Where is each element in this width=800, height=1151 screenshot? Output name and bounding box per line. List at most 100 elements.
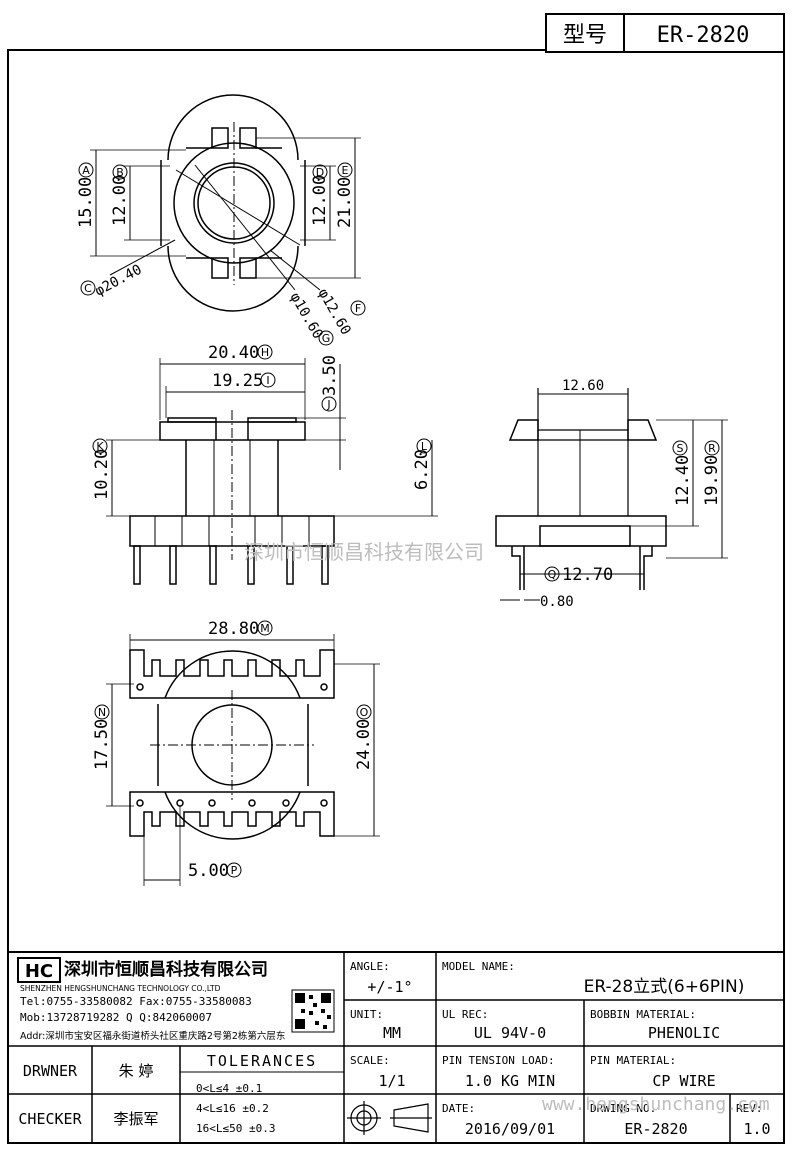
bottom-view-labels: 28.80 17.50 24.00 5.00 M N O P — [92, 619, 374, 881]
svg-text:M: M — [260, 622, 270, 635]
letter-M: M — [257, 620, 273, 636]
svg-text:HC: HC — [25, 961, 53, 982]
dim-I: 19.25 — [212, 371, 263, 391]
date-value: 2016/09/01 — [465, 1120, 555, 1138]
dim-pin: 0.80 — [540, 594, 574, 610]
top-view — [90, 94, 361, 312]
side-view-labels: 12.60 12.40 19.90 12.70 0.80 S R Q — [540, 378, 722, 610]
projection-symbol-icon — [347, 1101, 432, 1135]
dim-S: 12.40 — [673, 455, 693, 506]
angle-value: +/-1° — [367, 978, 412, 996]
company-mob-qq: Mob:13728719282 Q Q:842060007 — [20, 1011, 212, 1024]
drawing-no-label: DRWING NO. — [590, 1102, 656, 1115]
letter-A: A — [78, 162, 94, 178]
dim-top-width: 12.60 — [562, 378, 604, 394]
svg-text:G: G — [322, 332, 331, 345]
ul-rec-label: UL REC: — [442, 1008, 488, 1021]
company-name-en: SHENZHEN HENGSHUNCHANG TECHNOLOGY CO.,LT… — [20, 984, 221, 993]
letter-O: O — [356, 704, 372, 720]
svg-text:A: A — [82, 164, 90, 177]
svg-text:B: B — [116, 166, 124, 179]
letter-C: C — [80, 280, 96, 296]
letter-E: E — [337, 162, 353, 178]
watermark-url: www.hengshunchang.com — [542, 1094, 770, 1115]
company-tel-fax: Tel:0755-33580082 Fax:0755-33580083 — [20, 995, 252, 1008]
side-view — [495, 388, 728, 601]
model-name-label: MODEL NAME: — [442, 960, 515, 973]
title-block — [7, 951, 785, 1144]
letter-N: N — [94, 704, 110, 720]
letter-R: R — [704, 440, 720, 456]
letter-S: S — [672, 440, 688, 456]
ul-rec-value: UL 94V-0 — [474, 1024, 546, 1042]
header-box: 型号 ER-2820 — [545, 13, 785, 53]
checker-label: CHECKER — [18, 1110, 82, 1128]
svg-text:K: K — [96, 440, 104, 453]
company-addr: Addr:深圳市宝安区福永街道桥头社区重庆路2号第2栋第六层东 — [20, 1030, 285, 1042]
dim-J: 3.50 — [320, 355, 340, 396]
dim-C: φ20.40 — [92, 262, 144, 300]
scale-value: 1/1 — [378, 1072, 405, 1090]
letter-Q: Q — [544, 566, 560, 582]
svg-text:S: S — [677, 442, 684, 455]
svg-text:L: L — [421, 440, 428, 453]
dim-M: 28.80 — [208, 619, 259, 639]
unit-value: MM — [383, 1024, 401, 1042]
bobbin-material-value: PHENOLIC — [648, 1024, 720, 1042]
svg-text:R: R — [708, 442, 716, 455]
dim-P: 5.00 — [188, 861, 229, 881]
svg-text:H: H — [261, 346, 269, 359]
watermark-cn: 深圳市恒顺昌科技有限公司 — [244, 540, 484, 564]
svg-text:O: O — [360, 706, 369, 719]
drawer-name: 朱 婷 — [119, 1062, 154, 1080]
pin-tension-value: 1.0 KG MIN — [465, 1072, 555, 1090]
top-view-labels: 15.00 12.00 12.00 21.00 φ20.40 φ12.60 φ1… — [76, 162, 366, 346]
tolerance-row-2: 4<L≤16 ±0.2 — [196, 1102, 269, 1115]
tolerance-row-1: 0<L≤4 ±0.1 — [196, 1082, 262, 1095]
model-code: ER-2820 — [657, 23, 750, 48]
svg-text:I: I — [266, 374, 269, 387]
svg-text:D: D — [316, 166, 324, 179]
letter-J: J — [321, 396, 337, 412]
dim-K: 10.20 — [92, 449, 112, 500]
pin-tension-label: PIN TENSION LOAD: — [442, 1054, 555, 1067]
model-name-value: ER-28立式(6+6PIN) — [584, 977, 745, 997]
dim-D: 12.00 — [310, 175, 330, 226]
qr-code — [291, 989, 335, 1033]
svg-text:F: F — [355, 302, 361, 315]
front-view — [106, 358, 438, 585]
type-label: 型号 — [563, 23, 607, 48]
company-info: HC 深圳市恒顺昌科技有限公司 SHENZHEN HENGSHUNCHANG T… — [17, 957, 335, 1042]
company-name-cn: 深圳市恒顺昌科技有限公司 — [64, 959, 268, 980]
dim-L: 6.20 — [412, 449, 432, 490]
svg-text:N: N — [98, 706, 106, 719]
svg-text:Q: Q — [548, 568, 557, 581]
letter-L: L — [416, 438, 432, 454]
drawing-no-value: ER-2820 — [624, 1120, 687, 1138]
letter-H: H — [257, 344, 273, 360]
svg-text:E: E — [342, 164, 349, 177]
svg-text:C: C — [84, 282, 92, 295]
dim-N: 17.50 — [92, 719, 112, 770]
letter-D: D — [312, 164, 328, 180]
dim-Q: 12.70 — [562, 565, 613, 585]
date-label: DATE: — [442, 1102, 475, 1115]
checker-name: 李振军 — [113, 1110, 158, 1128]
bobbin-material-label: BOBBIN MATERIAL: — [590, 1008, 696, 1021]
svg-text:J: J — [326, 398, 330, 411]
dim-R: 19.90 — [702, 455, 722, 506]
dim-O: 24.00 — [354, 719, 374, 770]
pin-material-label: PIN MATERIAL: — [590, 1054, 676, 1067]
letter-K: K — [92, 438, 108, 454]
bottom-view — [106, 634, 380, 886]
angle-label: ANGLE: — [350, 960, 390, 973]
rev-value: 1.0 — [743, 1120, 770, 1138]
tolerances-title: TOLERANCES — [207, 1052, 317, 1070]
company-logo: HC — [17, 957, 61, 983]
letter-P: P — [226, 862, 242, 878]
dim-E: 21.00 — [335, 177, 355, 228]
letter-G: G — [318, 330, 334, 346]
unit-label: UNIT: — [350, 1008, 383, 1021]
dim-B: 12.00 — [110, 175, 130, 226]
